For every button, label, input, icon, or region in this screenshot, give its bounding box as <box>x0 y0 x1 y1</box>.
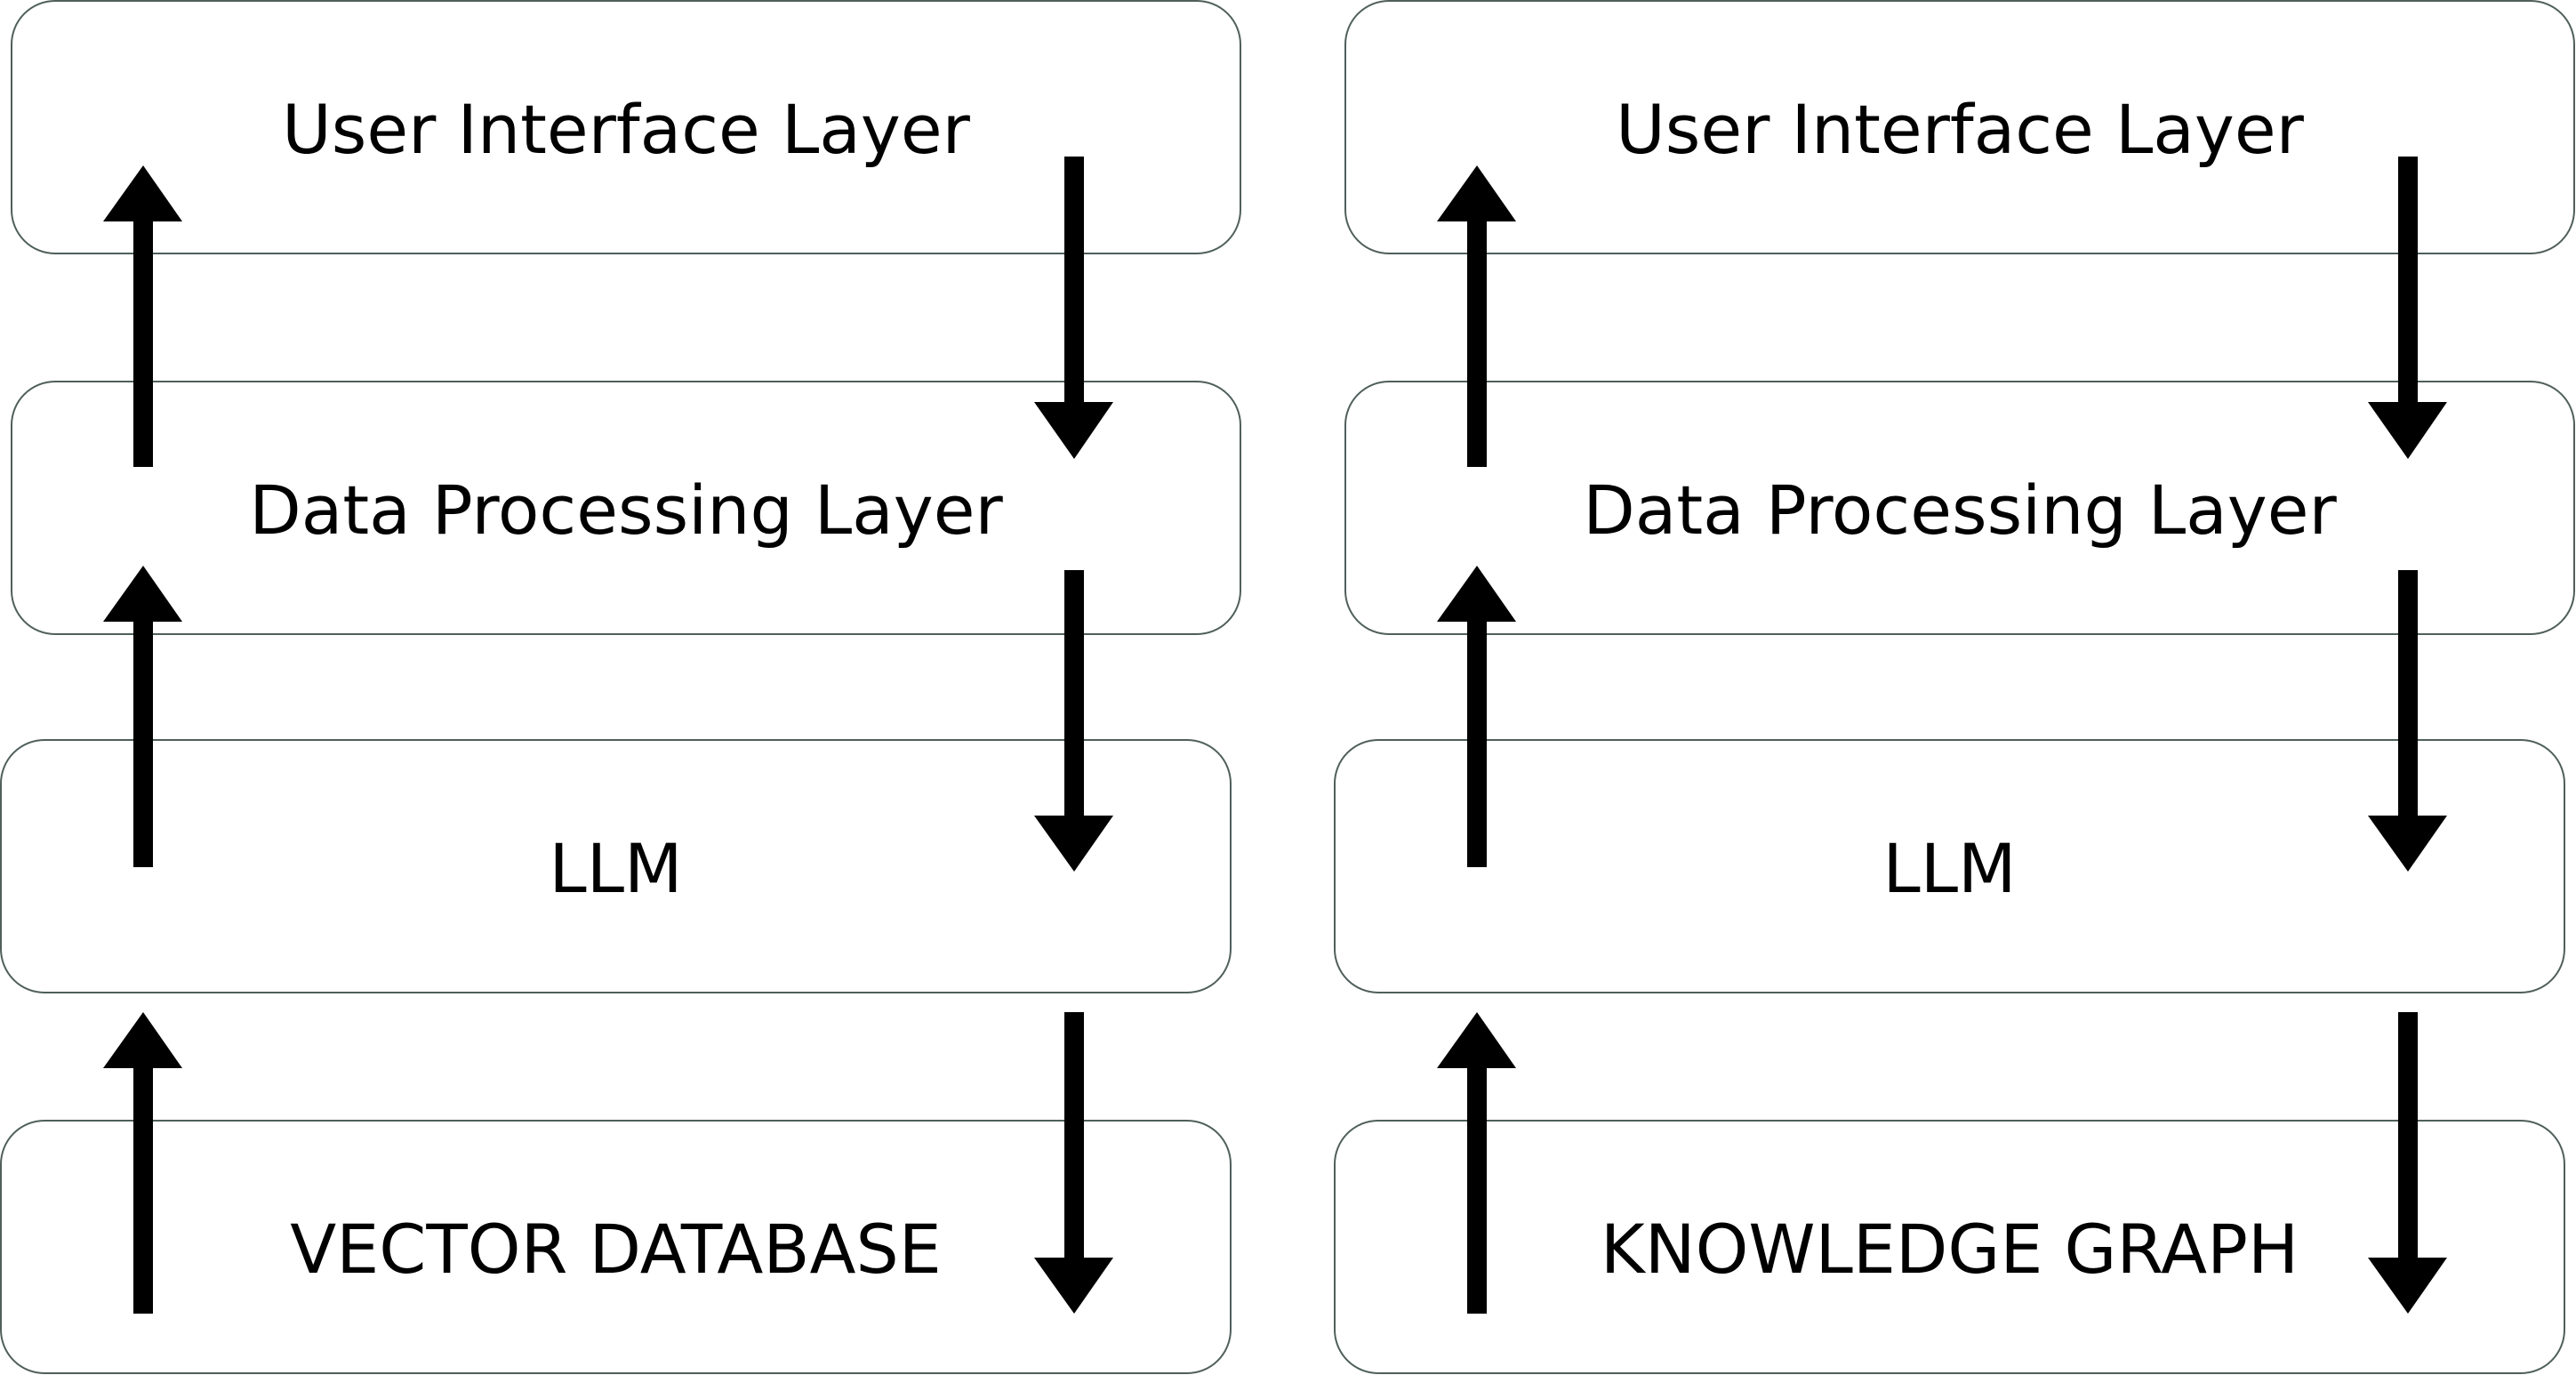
layer-label: KNOWLEDGE GRAPH <box>1600 1210 2299 1289</box>
layer-label: User Interface Layer <box>282 90 970 169</box>
llm-layer-box: LLM <box>1334 739 2565 993</box>
layer-label: Data Processing Layer <box>1583 470 2337 550</box>
layer-label: VECTOR DATABASE <box>290 1210 942 1289</box>
layer-label: LLM <box>1882 829 2017 908</box>
user-interface-layer-box: User Interface Layer <box>1344 0 2575 254</box>
layer-label: LLM <box>549 829 683 908</box>
data-processing-layer-box: Data Processing Layer <box>11 381 1241 635</box>
user-interface-layer-box: User Interface Layer <box>11 0 1241 254</box>
data-processing-layer-box: Data Processing Layer <box>1344 381 2575 635</box>
llm-layer-box: LLM <box>0 739 1232 993</box>
knowledge-graph-layer-box: KNOWLEDGE GRAPH <box>1334 1120 2565 1374</box>
layer-label: Data Processing Layer <box>249 470 1003 550</box>
layer-label: User Interface Layer <box>1616 90 2304 169</box>
left-architecture-stack: User Interface Layer Data Processing Lay… <box>0 0 1245 1375</box>
vector-database-layer-box: VECTOR DATABASE <box>0 1120 1232 1374</box>
right-architecture-stack: User Interface Layer Data Processing Lay… <box>1334 0 2576 1375</box>
